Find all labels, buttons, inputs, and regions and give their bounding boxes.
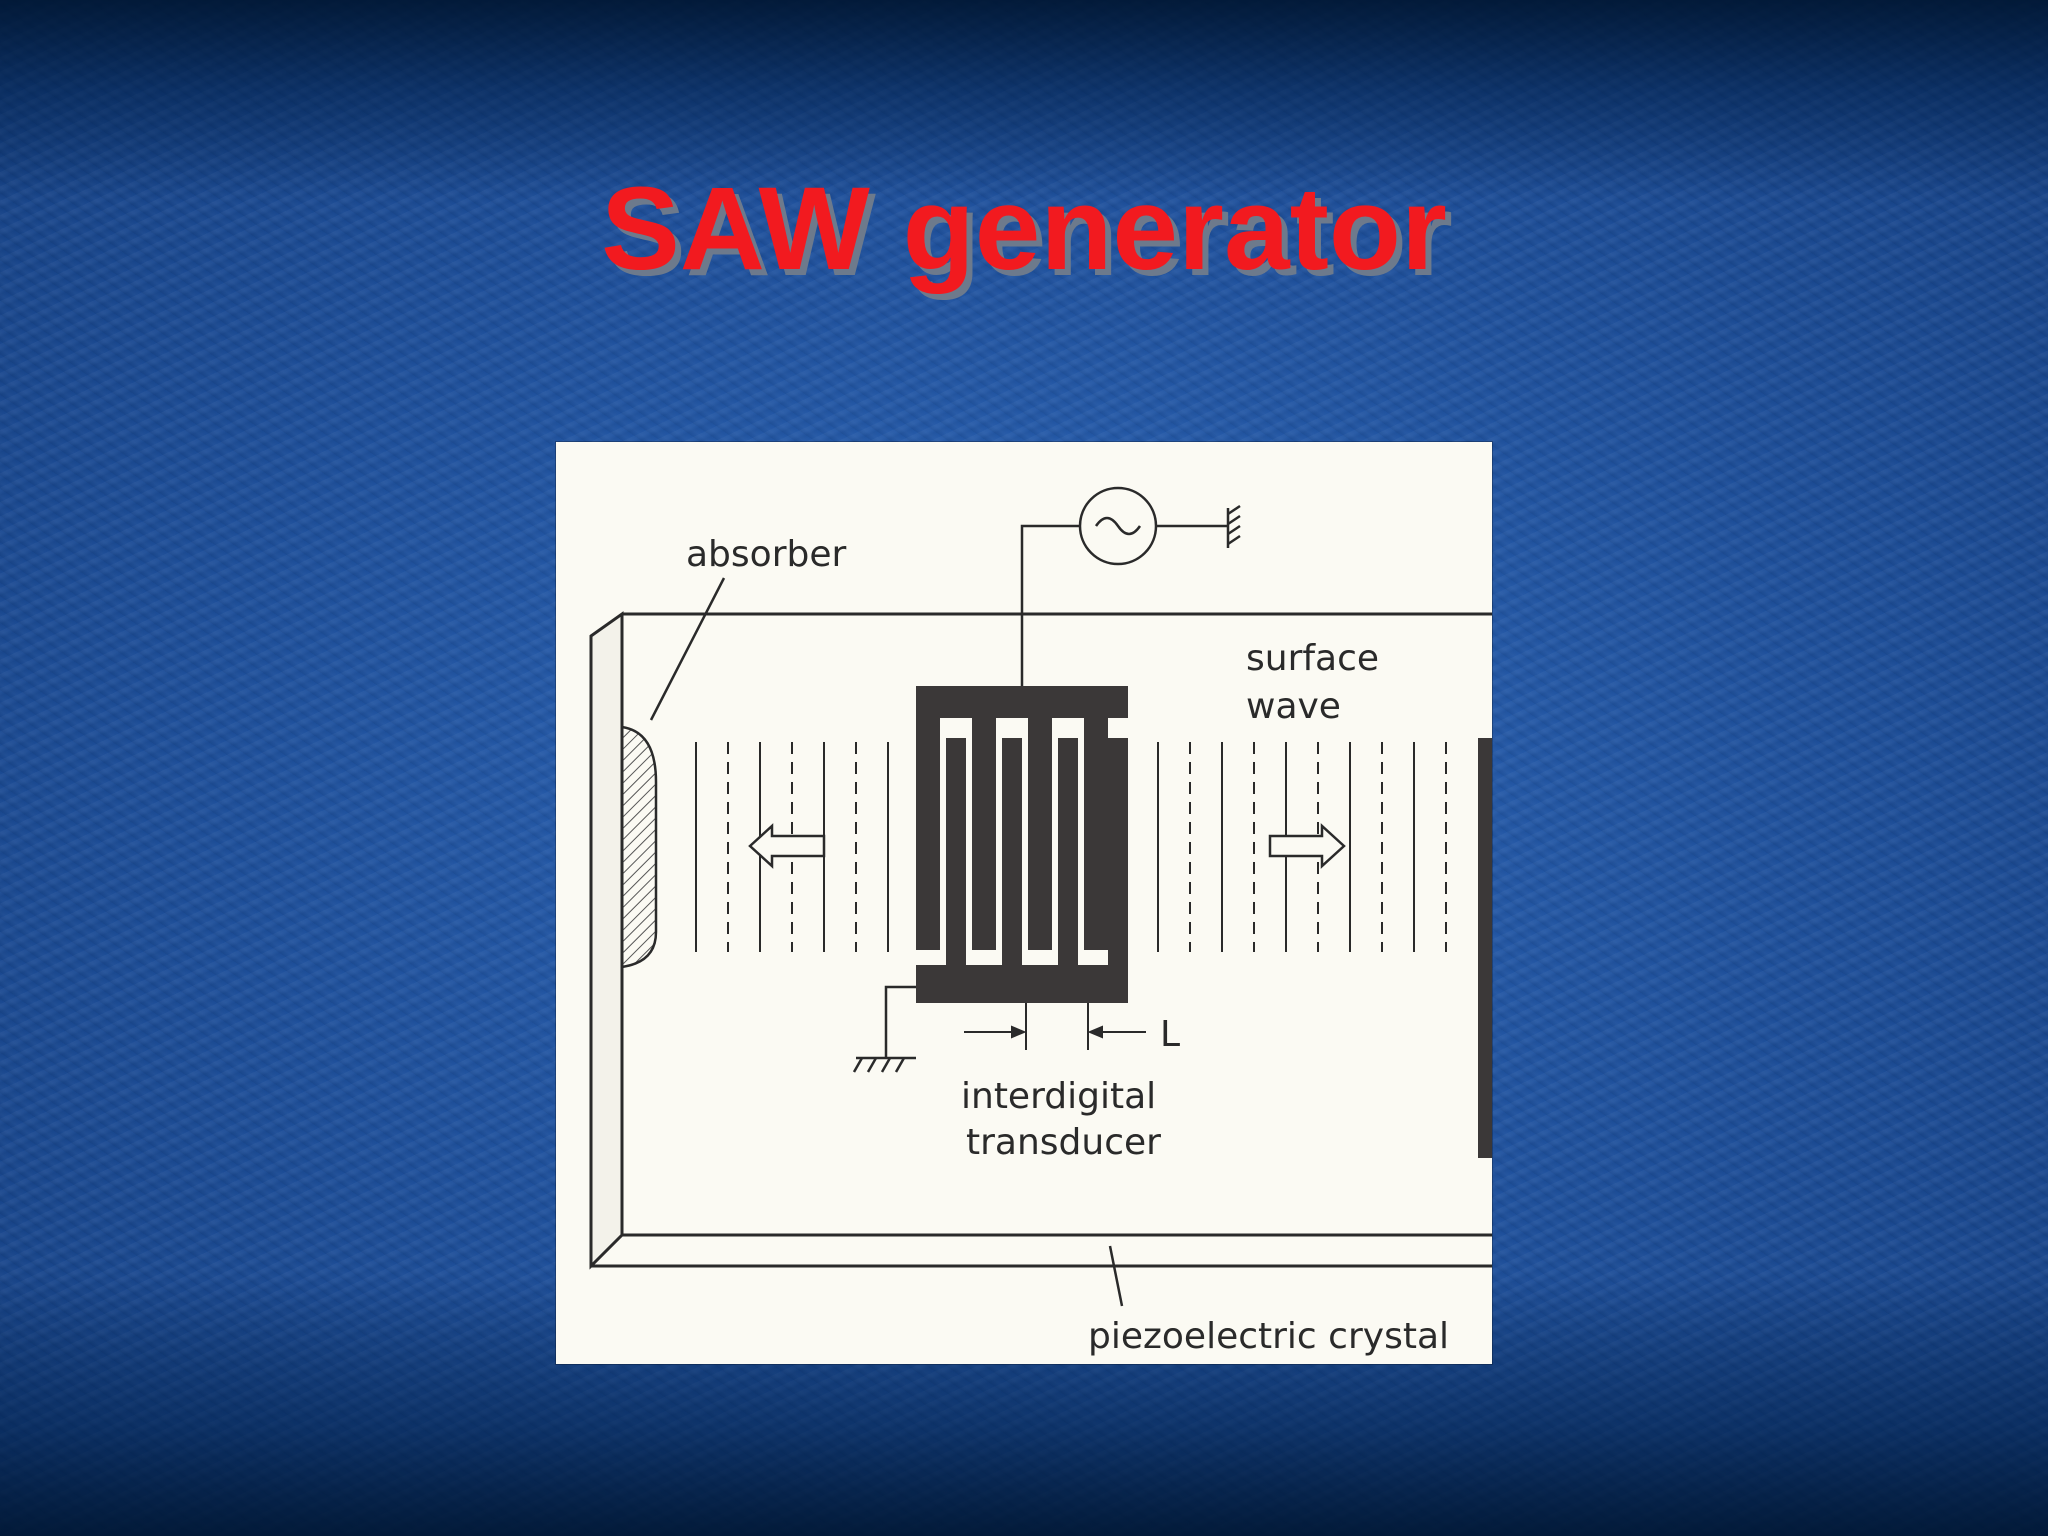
electrode-finger xyxy=(1058,738,1078,988)
electrode-finger xyxy=(1084,686,1108,950)
absorber-label: absorber xyxy=(686,534,846,575)
electrode-finger xyxy=(916,686,940,950)
saw-diagram-figure: absorber xyxy=(556,442,1492,1364)
ac-source-sine xyxy=(1094,516,1142,536)
spacing-label: L xyxy=(1160,1014,1180,1055)
ground-icon xyxy=(1226,504,1241,548)
transducer-ground xyxy=(852,985,916,1073)
ac-source-circuit xyxy=(1020,486,1241,686)
absorber: absorber xyxy=(620,534,846,969)
arrow-left-icon xyxy=(748,823,826,869)
surface-wave-label-line1: surface xyxy=(1246,638,1379,679)
absorber-block xyxy=(620,725,658,969)
ground-icon xyxy=(852,1056,916,1073)
electrode-finger xyxy=(1108,738,1128,988)
slide-title: SAW generator xyxy=(601,163,1447,295)
crystal-left-face xyxy=(589,611,624,1270)
ground-wire xyxy=(884,985,916,1058)
electrode-finger xyxy=(946,738,966,988)
transducer-label-line1: interdigital xyxy=(961,1076,1156,1117)
arrow-right-icon xyxy=(1268,823,1346,869)
electrode-finger xyxy=(1002,738,1022,988)
surface-wave-label-line2: wave xyxy=(1246,686,1341,727)
transducer-label-line2: transducer xyxy=(966,1122,1161,1163)
saw-diagram: absorber xyxy=(589,486,1492,1357)
electrode-finger xyxy=(972,686,996,950)
crystal-leader-line xyxy=(1108,1245,1124,1307)
source-wire xyxy=(1020,524,1080,686)
spacing-marker: L xyxy=(964,1003,1180,1055)
electrode-finger xyxy=(1028,686,1052,950)
crystal-label: piezoelectric crystal xyxy=(1088,1316,1449,1357)
piezoelectric-crystal xyxy=(589,611,1492,1270)
right-edge-reflector xyxy=(1478,738,1492,1158)
absorber-leader-line xyxy=(649,577,726,721)
interdigital-transducer xyxy=(916,686,1128,1003)
